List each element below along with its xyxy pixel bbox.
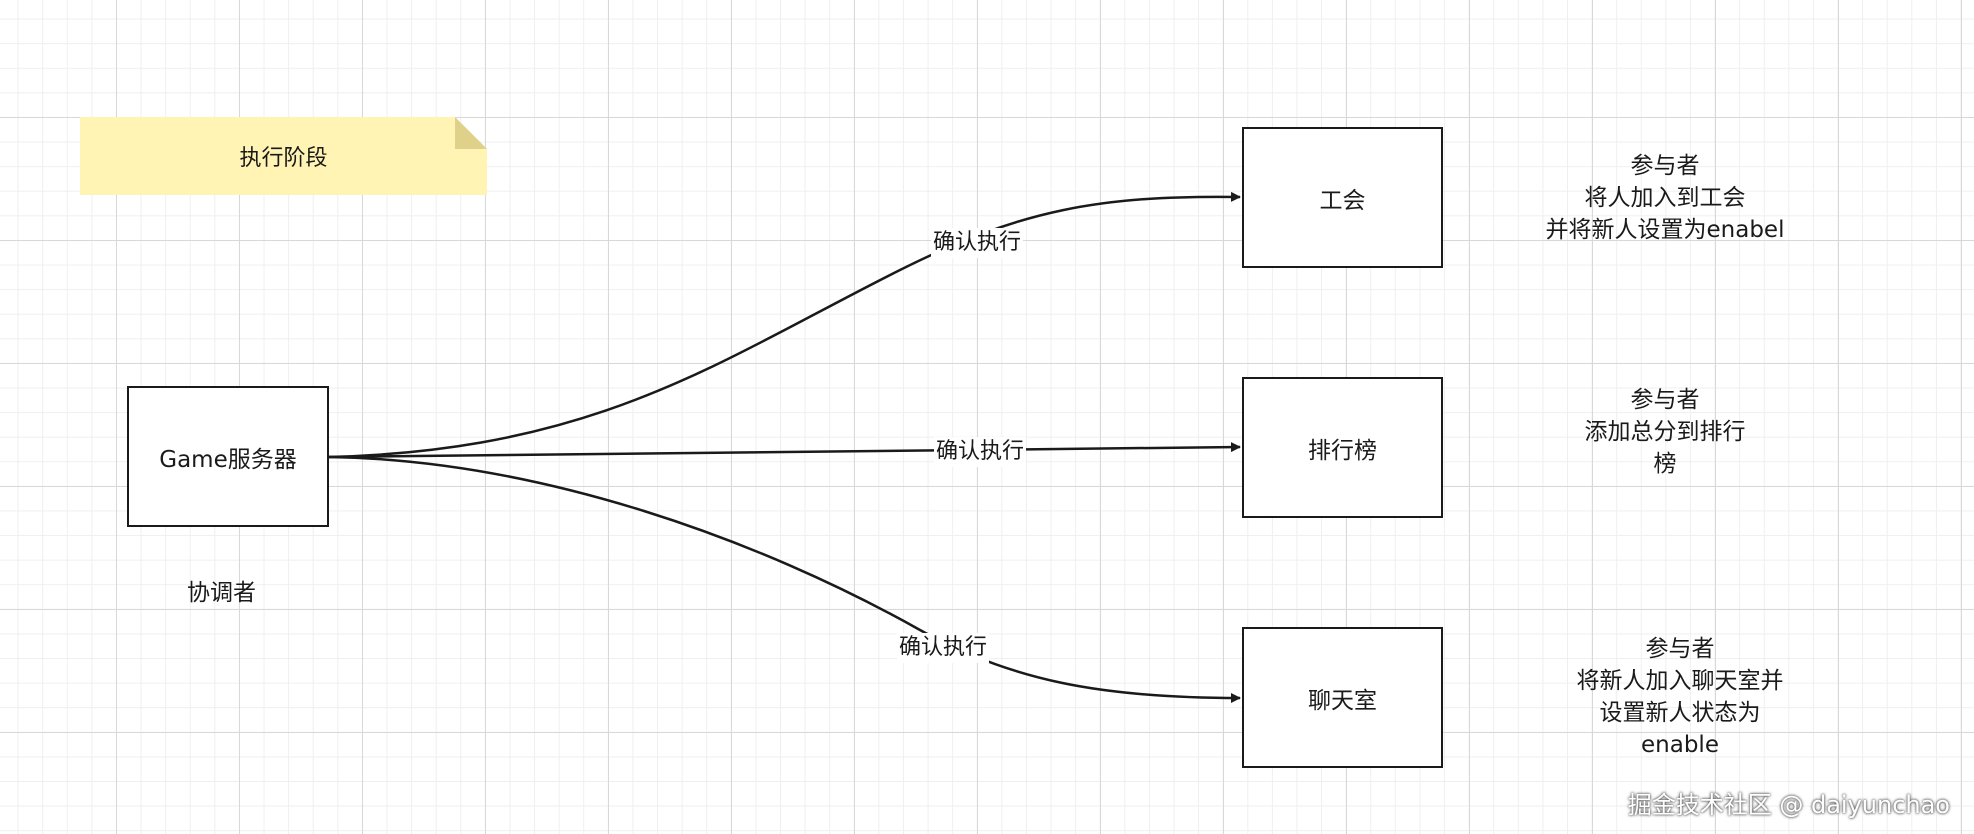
- node-game-server[interactable]: Game服务器: [127, 386, 329, 527]
- edge-label-to-guild: 确认执行: [931, 228, 1024, 258]
- guild-participant-note: 参与者 将人加入到工会 并将新人设置为enabel: [1525, 150, 1805, 246]
- edge-to-chatroom[interactable]: [328, 455, 1241, 703]
- phase-note[interactable]: 执行阶段: [80, 117, 487, 195]
- chatroom-note-line: 设置新人状态为: [1599, 700, 1761, 726]
- leaderboard-note-line: 添加总分到排行: [1584, 419, 1746, 445]
- note-text: 执行阶段: [239, 146, 328, 171]
- edge-to-guild[interactable]: [328, 191, 1241, 459]
- coordinator-label: 协调者: [187, 580, 256, 606]
- guild-note-line: 并将新人设置为enabel: [1545, 217, 1785, 243]
- note-body: [80, 117, 487, 195]
- chatroom-participant-note: 参与者 将新人加入聊天室并 设置新人状态为 enable: [1540, 633, 1820, 761]
- guild-note-line: 参与者: [1630, 153, 1700, 179]
- node-guild[interactable]: 工会: [1242, 127, 1443, 268]
- node-game-server-label: Game服务器: [159, 446, 297, 473]
- edge-label-to-chatroom: 确认执行: [897, 633, 990, 663]
- note-fold: [455, 117, 487, 149]
- edge-to-leaderboard[interactable]: [328, 442, 1241, 459]
- node-guild-label: 工会: [1319, 187, 1366, 214]
- chatroom-note-line: enable: [1641, 732, 1719, 758]
- node-chatroom-label: 聊天室: [1308, 687, 1377, 714]
- leaderboard-note-line: 参与者: [1630, 387, 1700, 413]
- node-leaderboard-label: 排行榜: [1308, 437, 1377, 464]
- leaderboard-participant-note: 参与者 添加总分到排行 榜: [1525, 384, 1805, 480]
- guild-note-line: 将人加入到工会: [1584, 185, 1746, 211]
- watermark: 掘金技术社区 @ daiyunchao: [1627, 791, 1950, 819]
- chatroom-note-line: 参与者: [1645, 636, 1715, 662]
- node-leaderboard[interactable]: 排行榜: [1242, 377, 1443, 518]
- node-chatroom[interactable]: 聊天室: [1242, 627, 1443, 768]
- chatroom-note-line: 将新人加入聊天室并: [1576, 668, 1784, 694]
- note-shape: [80, 117, 487, 195]
- edge-label-to-leaderboard: 确认执行: [934, 437, 1027, 467]
- leaderboard-note-line: 榜: [1653, 451, 1677, 477]
